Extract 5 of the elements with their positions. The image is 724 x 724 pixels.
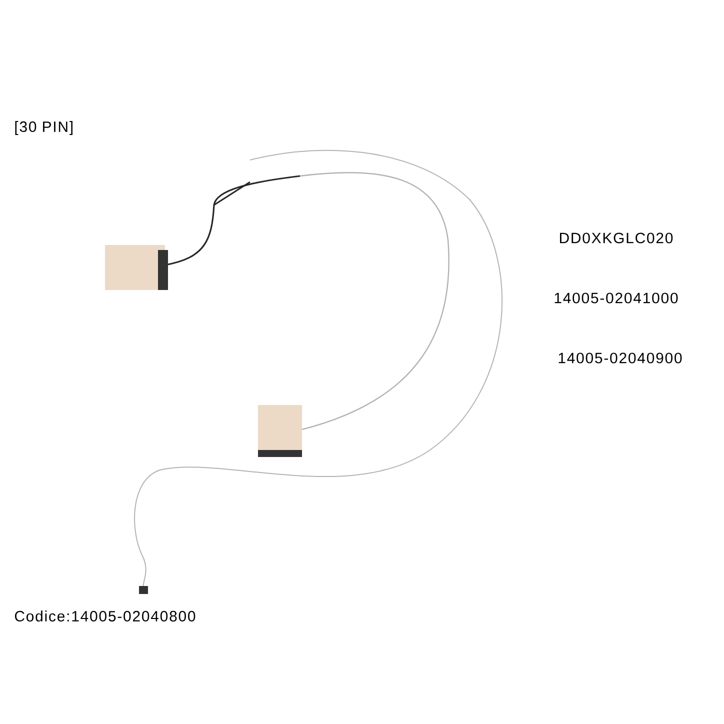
part-number: [30 PIN] <box>15 121 72 135</box>
part-number: 14005-02041000 <box>554 292 678 304</box>
part-number: DD0XKGLC020 <box>560 232 673 244</box>
part-number: 14005-02040900 <box>558 352 682 364</box>
part-number: Codice:14005-02040800 <box>14 610 196 622</box>
